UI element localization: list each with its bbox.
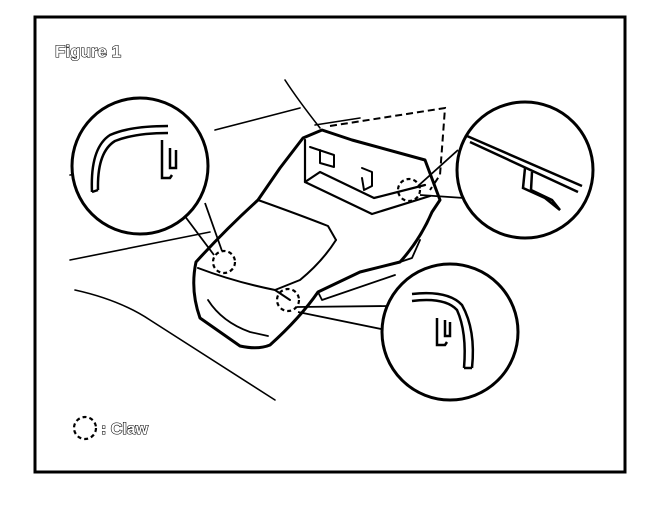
callout-leaders (180, 149, 465, 331)
removed-cover-outline (329, 106, 447, 191)
claw-marker-bottom (275, 287, 301, 313)
detail-callout-bottom (380, 262, 520, 402)
detail-callout-right (455, 100, 595, 240)
legend-claw-symbol (72, 415, 98, 441)
claw-marker-right (396, 177, 422, 203)
detail-callout-left (70, 96, 210, 236)
legend-label: : Claw (101, 421, 149, 438)
figure-frame (33, 15, 627, 474)
claw-marker-left (211, 249, 237, 275)
figure-title: Figure 1 (55, 42, 121, 61)
console-part (192, 128, 442, 350)
background-lines (69, 79, 361, 401)
legend: : Claw (72, 415, 149, 441)
claw-markers (211, 177, 422, 313)
